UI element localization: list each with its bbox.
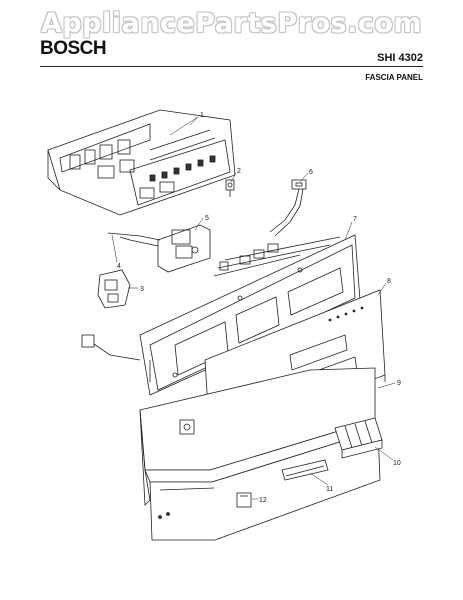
part-2-selector xyxy=(225,179,235,197)
callout-1: 1 xyxy=(200,112,204,119)
callout-12: 12 xyxy=(259,497,267,504)
model-number: SHI 4302 xyxy=(377,52,423,64)
part-7-inner-frame xyxy=(81,234,361,396)
callout-11: 11 xyxy=(326,486,333,493)
callout-6: 6 xyxy=(309,169,313,176)
part-11-handle xyxy=(281,459,329,481)
brand-logo: BOSCH xyxy=(40,38,107,59)
leader-lines xyxy=(111,116,396,500)
section-title: FASCIA PANEL xyxy=(365,73,423,82)
part-6-connector xyxy=(269,179,307,237)
part-12-clip xyxy=(236,492,252,508)
part-4-wire xyxy=(107,232,161,241)
callout-8: 8 xyxy=(387,278,391,285)
part-3-bracket xyxy=(97,269,131,309)
part-5-relay-assembly xyxy=(119,224,211,273)
callout-5: 5 xyxy=(205,215,209,222)
callout-3: 3 xyxy=(140,286,144,293)
callout-2: 2 xyxy=(237,168,241,175)
callout-9: 9 xyxy=(397,380,401,387)
callout-4: 4 xyxy=(117,263,121,270)
callout-10: 10 xyxy=(393,460,401,467)
header-rule xyxy=(40,66,423,67)
callout-7: 7 xyxy=(353,216,357,223)
part-1-control-board xyxy=(47,109,236,216)
part-10-buttons xyxy=(334,417,383,459)
watermark-text: AppliancePartsPros.com xyxy=(40,8,423,39)
